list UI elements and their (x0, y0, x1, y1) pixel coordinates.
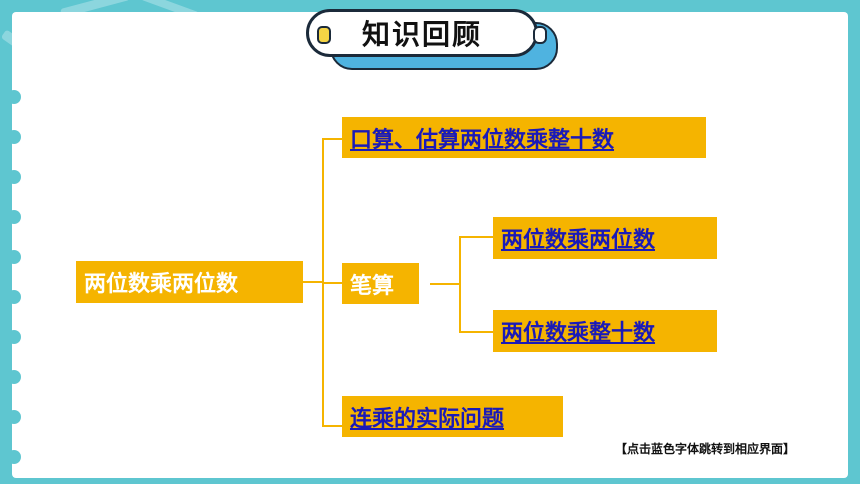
bulb-icon (317, 26, 331, 44)
link-two-by-two-digit[interactable]: 两位数乘两位数 (493, 217, 717, 259)
link-oral-estimation-label[interactable]: 口算、估算两位数乘整十数 (350, 126, 615, 153)
link-two-digit-by-tens[interactable]: 两位数乘整十数 (493, 310, 717, 352)
binder-hole (7, 290, 21, 304)
link-consecutive-multiplication[interactable]: 连乘的实际问题 (342, 396, 563, 437)
title-banner: 知识回顾 (306, 9, 547, 57)
connector-mid-out (430, 283, 460, 285)
connector-mid (322, 282, 342, 284)
link-oral-estimation[interactable]: 口算、估算两位数乘整十数 (342, 117, 706, 158)
connector-sub-trunk (459, 236, 461, 332)
binder-hole (7, 90, 21, 104)
root-node-label: 两位数乘两位数 (84, 271, 239, 297)
connector-sub-2 (459, 331, 493, 333)
binder-hole (7, 130, 21, 144)
connector-top (322, 138, 342, 140)
root-node: 两位数乘两位数 (76, 261, 303, 303)
binder-hole (7, 210, 21, 224)
binder-hole (7, 450, 21, 464)
connector-bottom (322, 425, 342, 427)
binder-hole (7, 170, 21, 184)
link-two-digit-by-tens-label[interactable]: 两位数乘整十数 (501, 320, 656, 346)
footer-hint: 【点击蓝色字体跳转到相应界面】 (615, 442, 796, 456)
binder-hole (7, 250, 21, 264)
connector-root-to-trunk (303, 281, 323, 283)
link-two-by-two-digit-label[interactable]: 两位数乘两位数 (501, 227, 656, 253)
written-calculation-label: 笔算 (350, 272, 395, 299)
connector-sub-1 (459, 236, 493, 238)
binder-hole (7, 330, 21, 344)
binder-hole (7, 370, 21, 384)
link-consecutive-multiplication-label[interactable]: 连乘的实际问题 (350, 405, 505, 432)
written-calculation-node: 笔算 (342, 263, 419, 304)
page-title: 知识回顾 (361, 18, 482, 51)
binder-hole (7, 410, 21, 424)
banner-clip-icon (533, 26, 547, 44)
